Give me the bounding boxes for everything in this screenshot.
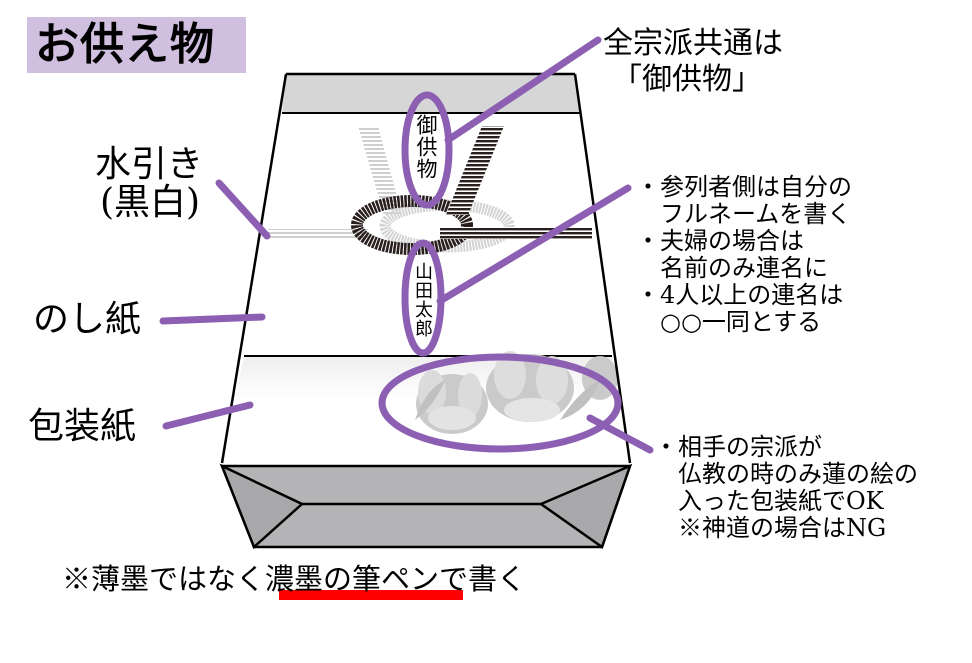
- note-line: ○○一同とする: [636, 308, 822, 336]
- callout-name-notes: ・参列者側は自分の フルネームを書く ・夫婦の場合は 名前のみ連名に ・4人以上…: [636, 174, 852, 336]
- wrapping-leader: [162, 401, 254, 430]
- label-wrapping: 包装紙: [28, 406, 137, 447]
- box-bottom: [219, 463, 633, 550]
- callouts: [159, 36, 654, 454]
- callout-wrapping-notes: ・相手の宗派が 仏教の時のみ蓮の絵の 入った包装紙でOK ※神道の場合はNG: [654, 434, 918, 542]
- label-mizuhiki-color: (黒白): [100, 182, 201, 223]
- mizuhiki-leader: [215, 179, 271, 240]
- name-leader: [436, 184, 632, 305]
- note-line: ・参列者側は自分の: [636, 173, 852, 201]
- note-line: ・4人以上の連名は: [636, 281, 844, 309]
- note-line: フルネームを書く: [636, 200, 852, 228]
- bottom-note-prefix: ※薄墨ではなく: [62, 562, 266, 596]
- lotus-pattern: [415, 351, 618, 434]
- noshi-leader: [159, 313, 266, 325]
- note-line: ・夫婦の場合は: [636, 227, 804, 255]
- bottom-note: ※薄墨ではなく濃墨の筆ペンで書く: [62, 556, 526, 598]
- bottom-note-suffix: で書く: [439, 562, 527, 596]
- label-noshi: のし紙: [33, 299, 142, 340]
- omote-ellipse: [401, 91, 453, 209]
- page-title: お供え物: [35, 19, 215, 70]
- label-mizuhiki: 水引き: [95, 144, 204, 185]
- lotus-ellipse: [378, 353, 622, 453]
- noshi-omote-text: 御供物: [414, 114, 438, 180]
- callout-omote-line2: 「御供物」: [612, 62, 762, 97]
- note-line: ・相手の宗派が: [654, 433, 822, 461]
- title-background: [27, 17, 246, 73]
- note-line: 仏教の時のみ蓮の絵の: [654, 460, 918, 488]
- noshi-name-text: 山田太郎: [412, 262, 433, 338]
- omote-leader: [444, 36, 602, 144]
- callout-omote-line1: 全宗派共通は: [603, 26, 783, 61]
- emphasis-underline: [279, 590, 463, 600]
- note-line: ※神道の場合はNG: [654, 514, 887, 542]
- bottom-note-emphasis: 濃墨の筆ペン: [265, 562, 440, 596]
- lotus-leader: [586, 414, 654, 454]
- note-line: 名前のみ連名に: [636, 254, 828, 282]
- note-line: 入った包装紙でOK: [654, 487, 884, 515]
